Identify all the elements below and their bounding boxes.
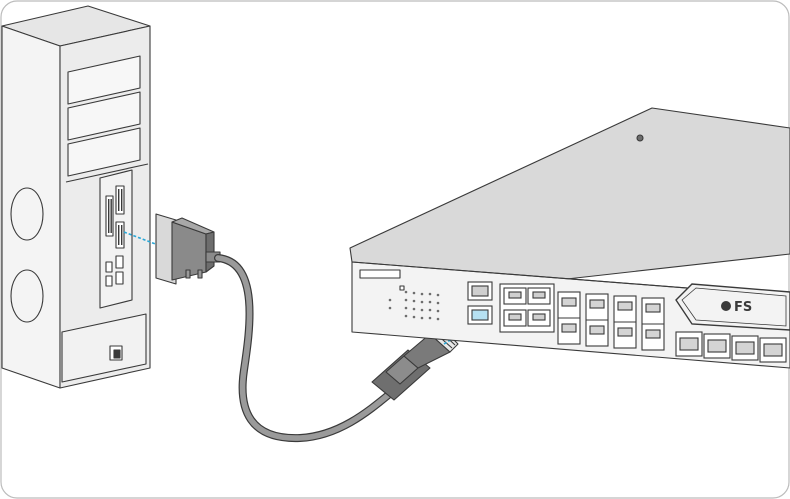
db9-serial-connector-icon <box>155 213 221 285</box>
pc-tower-icon <box>1 5 151 389</box>
pc-link-dash <box>123 231 159 246</box>
switch-lower-ports <box>675 331 787 363</box>
fs-logo-mark-icon <box>721 301 731 311</box>
pc-port-pins <box>108 189 123 245</box>
switch-console-ports <box>467 281 493 325</box>
switch-led-indicators <box>388 290 440 321</box>
switch-rj45-port-block <box>499 283 555 333</box>
fs-logo-text: FS <box>734 300 752 315</box>
switch-sfp-ports <box>557 291 665 351</box>
fs-logo-plate: FS <box>675 283 790 331</box>
